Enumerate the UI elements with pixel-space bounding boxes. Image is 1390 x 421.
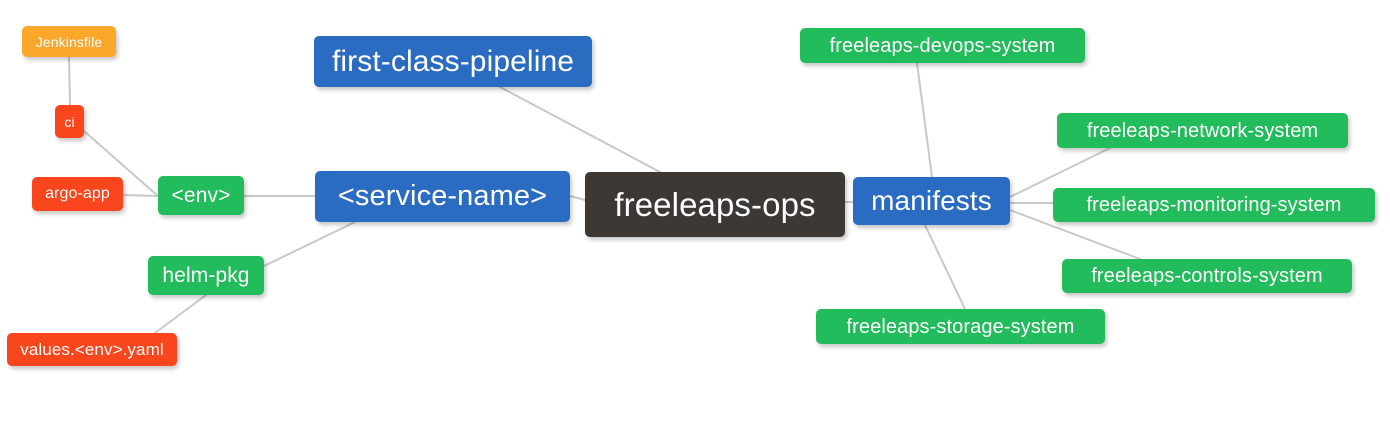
node-monitoring-system[interactable]: freeleaps-monitoring-system (1053, 188, 1375, 222)
node-label: values.<env>.yaml (20, 340, 164, 359)
node-label: freeleaps-devops-system (829, 34, 1056, 57)
node-ci[interactable]: ci (55, 105, 84, 138)
node-helm-pkg[interactable]: helm-pkg (148, 256, 264, 295)
node-storage-system[interactable]: freeleaps-storage-system (816, 309, 1105, 344)
node-controls-system[interactable]: freeleaps-controls-system (1062, 259, 1352, 293)
node-service-name[interactable]: <service-name> (315, 171, 570, 222)
node-label: Jenkinsfile (35, 33, 103, 50)
node-label: argo-app (45, 185, 110, 202)
node-first-class-pipeline[interactable]: first-class-pipeline (314, 36, 592, 87)
node-devops-system[interactable]: freeleaps-devops-system (800, 28, 1085, 63)
edge-manifests-to-devops-system (916, 62, 933, 178)
node-label: first-class-pipeline (331, 44, 575, 78)
node-label: freeleaps-storage-system (846, 315, 1075, 338)
node-label: freeleaps-monitoring-system (1086, 194, 1342, 216)
node-label: freeleaps-network-system (1086, 119, 1319, 142)
node-values-yaml[interactable]: values.<env>.yaml (7, 333, 177, 366)
node-manifests[interactable]: manifests (853, 177, 1010, 225)
node-env[interactable]: <env> (158, 176, 244, 215)
node-label: helm-pkg (162, 264, 250, 287)
edge-argo-app-to-env (122, 194, 159, 197)
node-label: <service-name> (337, 180, 548, 212)
node-network-system[interactable]: freeleaps-network-system (1057, 113, 1348, 148)
node-freeleaps-ops[interactable]: freeleaps-ops (585, 172, 845, 237)
node-jenkinsfile[interactable]: Jenkinsfile (22, 26, 116, 57)
edge-first-class-pipeline-to-freeleaps-ops (499, 86, 661, 173)
edge-helm-pkg-to-service-name (263, 221, 356, 267)
node-label: freeleaps-ops (614, 186, 816, 223)
node-label: freeleaps-controls-system (1091, 265, 1323, 287)
node-argo-app[interactable]: argo-app (32, 177, 123, 211)
edge-values-yaml-to-helm-pkg (154, 294, 207, 334)
edge-manifests-to-storage-system (924, 224, 966, 310)
node-label: ci (64, 113, 75, 130)
edge-service-name-to-freeleaps-ops (569, 195, 586, 201)
node-label: manifests (871, 185, 992, 216)
node-label: <env> (171, 184, 231, 207)
edge-jenkinsfile-to-ci (68, 56, 71, 106)
